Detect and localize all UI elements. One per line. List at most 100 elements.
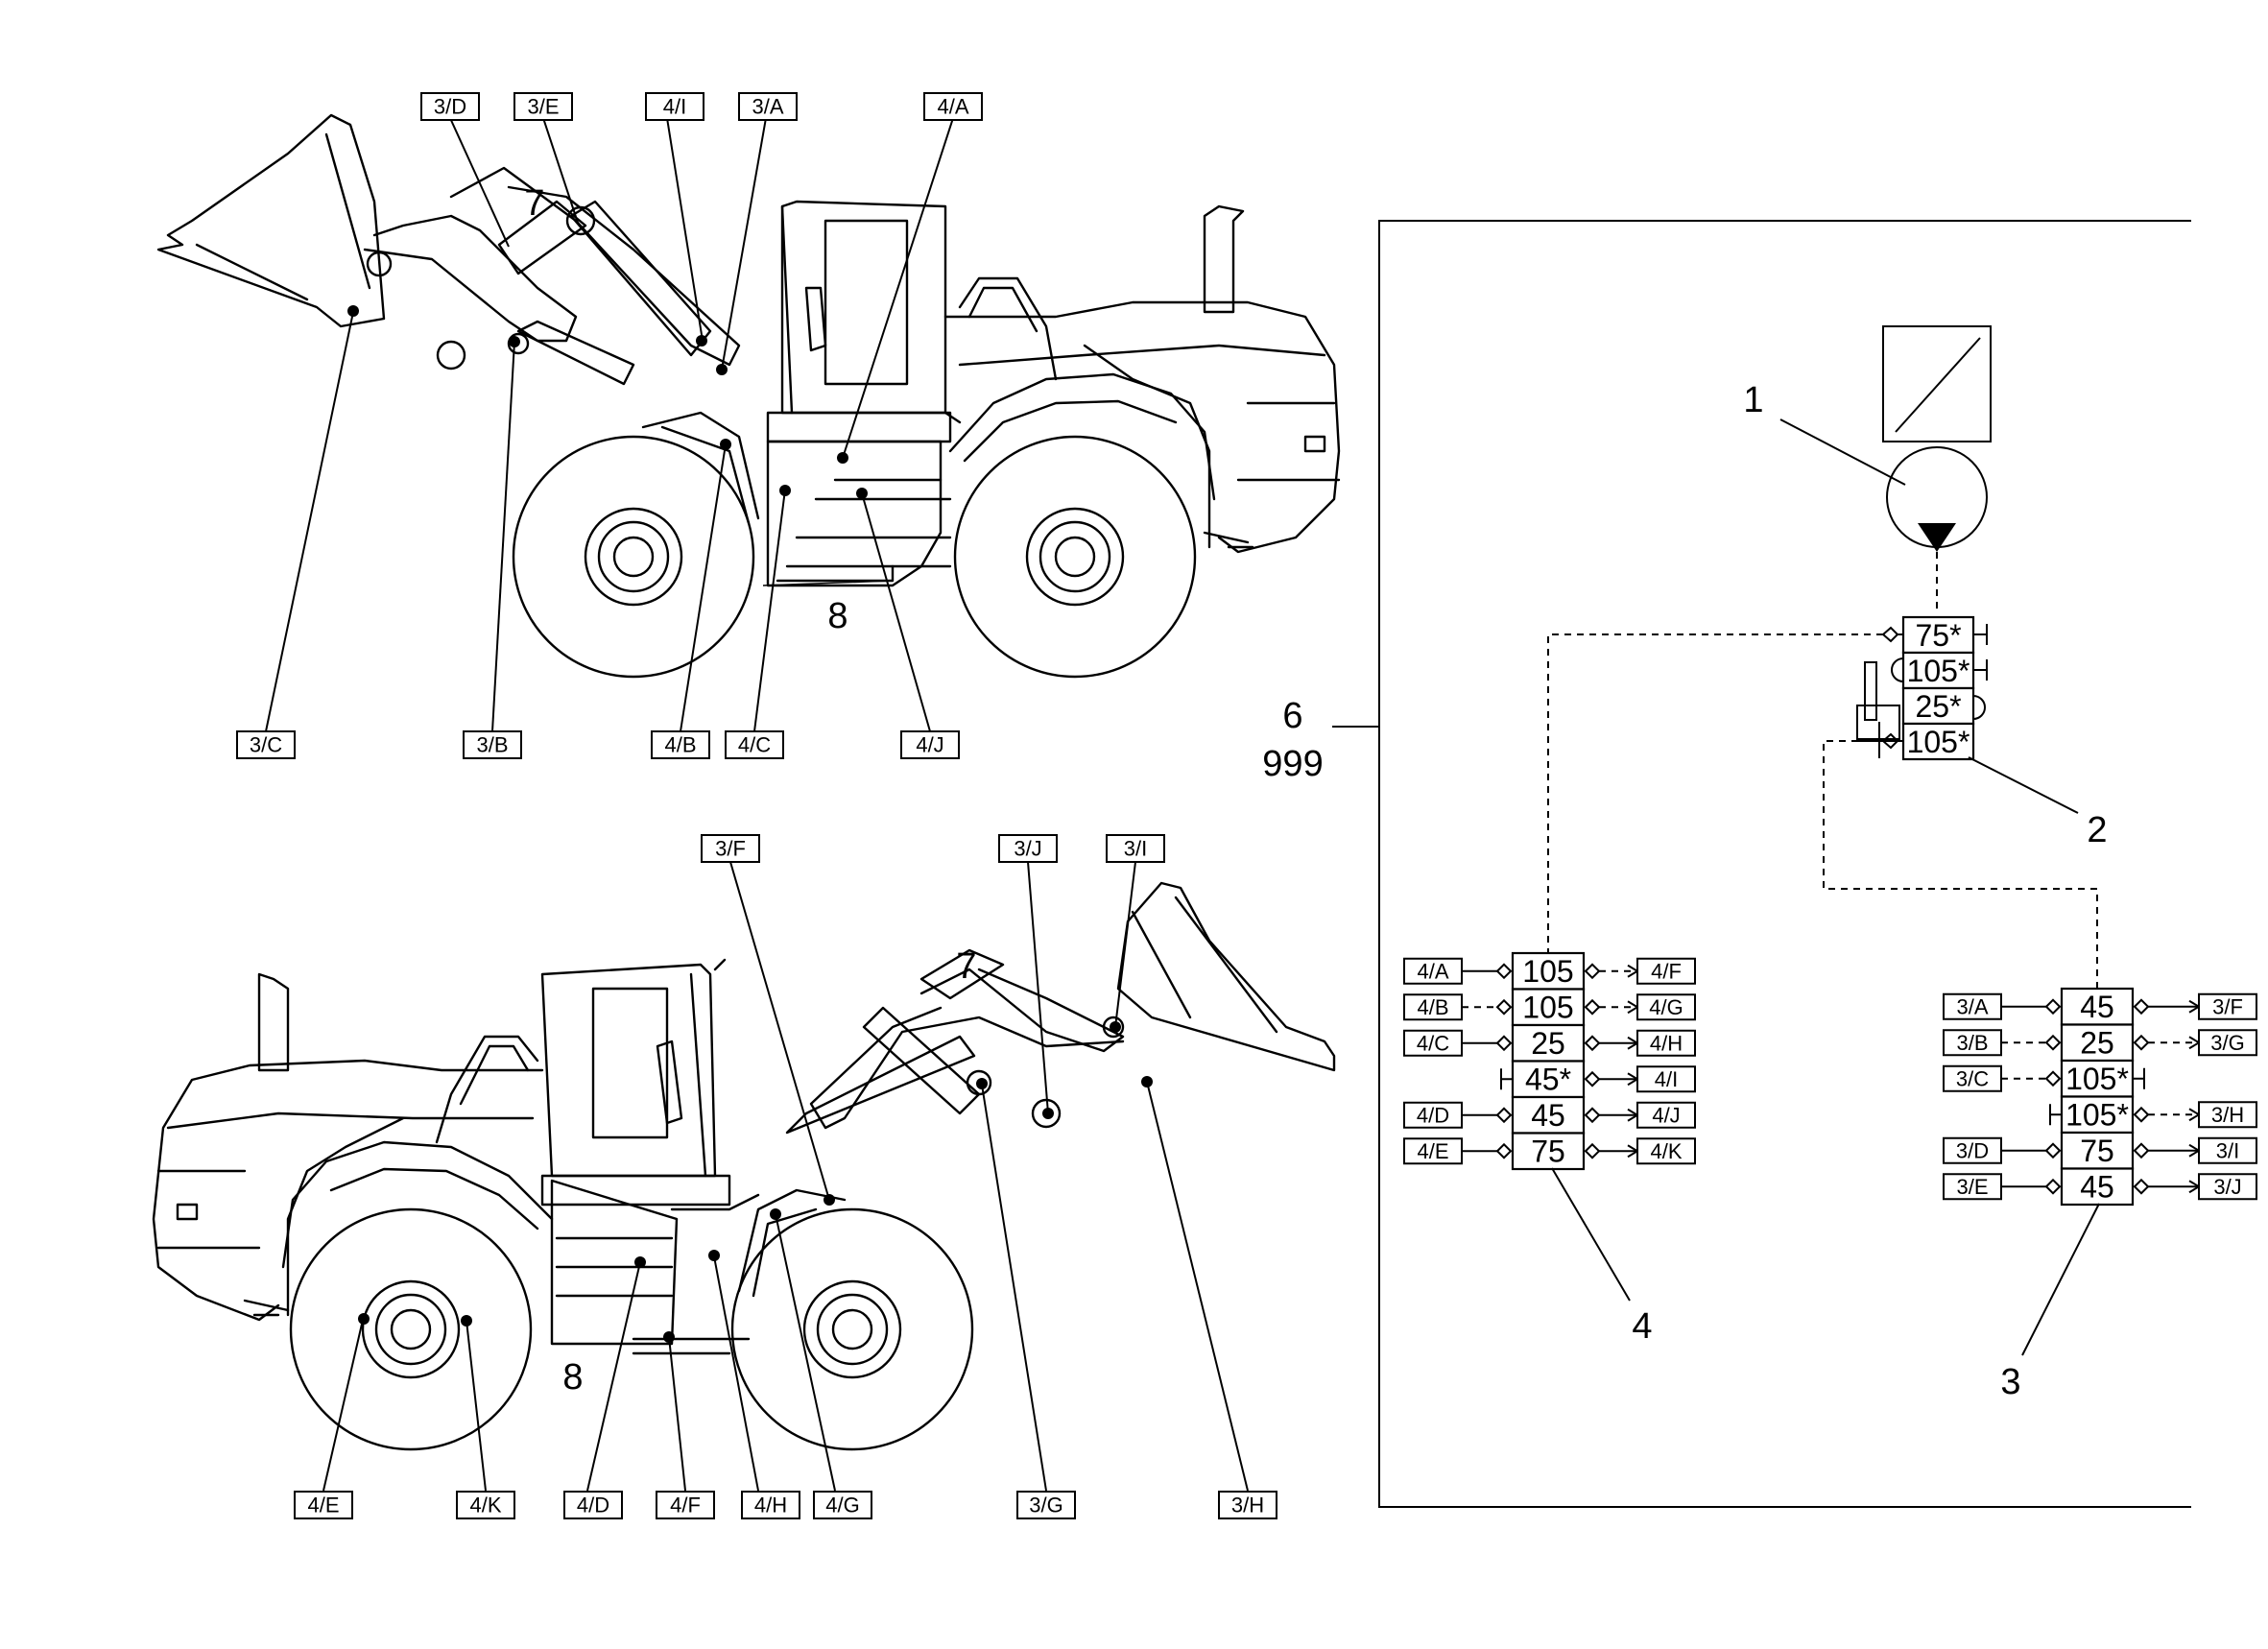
block-4-cell: 75 [1511,1132,1586,1171]
block-4-cell: 25 [1511,1023,1586,1063]
item-label-7-top: 7 [524,183,544,224]
callout-3-F-bottom: 3/F [701,834,760,863]
svg-text:4/F: 4/F [670,1494,701,1518]
svg-text:3/H: 3/H [2211,1103,2244,1127]
leader-1 [1779,418,1906,486]
block-4-outlet-right: 4/F [1636,957,1696,985]
block-4-cell: 45 [1511,1095,1586,1135]
block-4-outlet-left: 4/E [1403,1137,1463,1165]
block-4-outlet-right: 4/H [1636,1029,1696,1057]
svg-text:3/B: 3/B [1956,1031,1988,1055]
block-4-cell: 105 [1511,988,1586,1027]
svg-text:4/G: 4/G [1649,995,1683,1019]
supply-line-block-3 [1823,740,2098,989]
svg-text:75: 75 [2080,1134,2114,1168]
block-3-outlet-left: 3/B [1943,1029,2002,1057]
svg-text:4/C: 4/C [738,733,771,757]
svg-text:75*: 75* [1915,618,1961,653]
leader-2 [1968,756,2079,814]
main-valve-stack: 75* 105* 25* 105* [1852,615,1988,761]
loader-bottom-drawing [152,881,1336,1451]
callout-4-B-top: 4/B [651,730,710,759]
svg-text:3/I: 3/I [2216,1138,2239,1162]
item-number-3: 3 [2000,1362,2020,1402]
callout-4-F-bottom: 4/F [656,1491,715,1519]
svg-text:3/D: 3/D [1956,1138,1989,1162]
supply-line-block-4 [1547,633,1883,953]
svg-text:4/G: 4/G [825,1494,859,1518]
block-3-outlet-left: 3/A [1943,992,2002,1020]
svg-text:3/B: 3/B [476,733,508,757]
svg-text:4/J: 4/J [1652,1103,1680,1127]
svg-text:3/D: 3/D [434,95,466,119]
block-3-cell: 75 [2060,1131,2135,1170]
svg-text:45*: 45* [1525,1062,1571,1096]
svg-text:3/G: 3/G [2210,1031,2244,1055]
svg-text:4/K: 4/K [1650,1139,1682,1163]
callout-4-A-top: 4/A [923,92,983,121]
block-4-outlet-left: 4/A [1403,957,1463,985]
svg-text:4/A: 4/A [937,95,968,119]
callout-4-G-bottom: 4/G [813,1491,872,1519]
block-4-outlet-right: 4/J [1636,1101,1696,1129]
callout-4-E-bottom: 4/E [294,1491,353,1519]
svg-text:4/K: 4/K [469,1494,501,1518]
svg-text:4/J: 4/J [916,733,943,757]
item-label-8-bottom: 8 [562,1357,583,1398]
svg-text:4/B: 4/B [664,733,696,757]
block-3-outlet-right: 3/J [2198,1173,2257,1201]
item-number-1: 1 [1743,380,1763,420]
item-label-7-bottom: 7 [956,946,976,987]
svg-text:4/I: 4/I [663,95,686,119]
svg-text:105: 105 [1522,990,1573,1024]
svg-text:105*: 105* [2065,1062,2129,1096]
group-sublabel: 999 [1262,744,1323,784]
svg-text:4/F: 4/F [1651,959,1682,983]
svg-text:45: 45 [2080,990,2114,1024]
callout-4-C-top: 4/C [725,730,784,759]
svg-text:4/C: 4/C [1417,1031,1449,1055]
callout-3-C-top: 3/C [236,730,296,759]
svg-text:4/H: 4/H [754,1494,787,1518]
group-label: 6 [1282,696,1302,736]
callout-3-B-top: 3/B [463,730,522,759]
block-3-outlet-right: 3/G [2198,1029,2257,1057]
block-3-cell: 25 [2060,1023,2135,1063]
svg-text:3/J: 3/J [1014,837,1041,861]
callout-3-A-top: 3/A [738,92,798,121]
svg-text:4/I: 4/I [1655,1067,1678,1091]
callout-4-K-bottom: 4/K [456,1491,515,1519]
block-3-outlet-right: 3/I [2198,1136,2257,1164]
svg-text:4/D: 4/D [1417,1103,1449,1127]
svg-text:3/C: 3/C [250,733,282,757]
svg-text:25: 25 [1531,1026,1565,1061]
connection-points [347,305,1153,1343]
svg-text:3/A: 3/A [752,95,783,119]
svg-text:105*: 105* [2065,1097,2129,1132]
callout-3-I-bottom: 3/I [1106,834,1165,863]
leader-lines [265,117,1249,1492]
callout-3-D-top: 3/D [420,92,480,121]
pump-unit [1882,325,1992,614]
item-number-2: 2 [2087,810,2107,850]
svg-text:45: 45 [1531,1098,1565,1133]
callout-3-E-top: 3/E [513,92,573,121]
svg-text:3/J: 3/J [2213,1175,2241,1199]
block-3-outlet-right: 3/H [2198,1101,2257,1129]
svg-text:4/E: 4/E [1417,1139,1448,1163]
block-3-cell: 105* [2060,1095,2135,1135]
svg-text:3/G: 3/G [1029,1494,1062,1518]
block-3-cell: 45 [2060,1167,2135,1207]
block-4-outlet-right: 4/K [1636,1137,1696,1165]
item-number-4: 4 [1632,1306,1652,1347]
svg-text:4/H: 4/H [1650,1031,1683,1055]
callout-4-D-bottom: 4/D [563,1491,623,1519]
svg-text:25: 25 [2080,1025,2114,1060]
block-4-cell: 45* [1511,1060,1586,1099]
svg-text:3/F: 3/F [715,837,746,861]
svg-text:105: 105 [1522,954,1573,989]
svg-text:105*: 105* [1907,725,1970,759]
leader-4 [1551,1167,1631,1302]
loader-top-drawing [156,113,1341,679]
